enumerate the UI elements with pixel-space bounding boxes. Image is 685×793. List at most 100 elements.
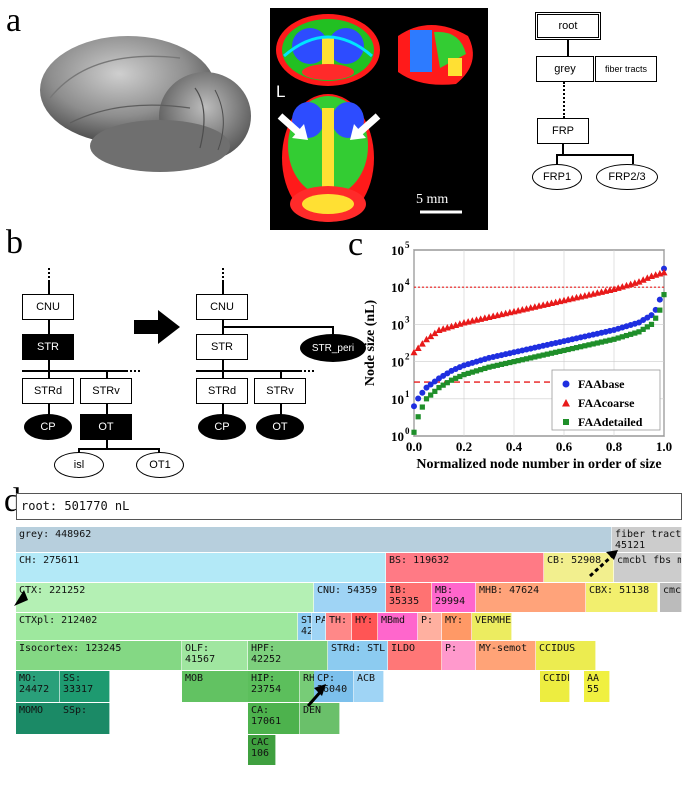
data-point bbox=[643, 274, 651, 281]
data-point bbox=[494, 362, 500, 368]
tree-edge-dotted bbox=[222, 268, 224, 282]
data-point bbox=[423, 384, 430, 391]
icicle-node-label: CBX: 51138 bbox=[589, 585, 650, 596]
icicle-node: HPF:42252 bbox=[248, 641, 328, 670]
x-tick-label: 0.8 bbox=[606, 439, 623, 454]
icicle-node-label: STR: bbox=[301, 615, 312, 626]
icicle-node: ACB bbox=[354, 671, 384, 702]
series-FAAdetailed bbox=[411, 292, 667, 435]
icicle-node: MB:29994 bbox=[432, 583, 476, 612]
tree-node-frp: FRP bbox=[537, 118, 589, 144]
data-point bbox=[465, 370, 471, 376]
x-tick-label: 0.0 bbox=[406, 439, 422, 454]
x-axis-label: Normalized node number in order of size bbox=[416, 457, 661, 472]
node-strd: STRd bbox=[22, 378, 74, 404]
icicle-node-label: CAC bbox=[251, 737, 270, 748]
data-point bbox=[431, 329, 439, 337]
tree-edge bbox=[632, 154, 634, 164]
y-tick-label: 10 bbox=[391, 243, 404, 258]
icicle-node-label: CNU: 54359 bbox=[317, 585, 378, 596]
node-str-new: STR bbox=[196, 334, 248, 360]
data-point bbox=[661, 292, 667, 298]
tree-edge bbox=[78, 448, 80, 454]
data-point bbox=[423, 396, 430, 402]
data-point bbox=[615, 335, 621, 341]
icicle-node-value: 33317 bbox=[63, 684, 94, 695]
y-tick-label: 10 bbox=[391, 280, 404, 295]
data-point bbox=[561, 347, 567, 354]
icicle-node: MY: bbox=[442, 613, 472, 640]
tree-edge bbox=[556, 154, 634, 156]
data-point bbox=[427, 381, 434, 388]
icicle-node-label: ILDO bbox=[391, 643, 416, 654]
icicle-node-label: MO: bbox=[19, 673, 38, 684]
icicle-node-label: grey: 448962 bbox=[19, 529, 92, 540]
icicle-node-value: 35335 bbox=[389, 596, 420, 607]
data-point bbox=[598, 339, 605, 345]
icicle-node: DEN bbox=[300, 703, 340, 734]
data-point bbox=[415, 414, 421, 420]
data-point bbox=[469, 369, 475, 375]
data-point bbox=[503, 360, 509, 367]
tree-edge bbox=[48, 282, 50, 294]
atlas-slices: L 5 mm bbox=[270, 8, 488, 230]
data-point bbox=[640, 326, 646, 332]
icicle-node: CTX: 221252 bbox=[16, 583, 314, 612]
data-point bbox=[573, 345, 580, 351]
data-point bbox=[639, 276, 647, 283]
data-point bbox=[603, 338, 609, 344]
icicle-node: CNU: 54359 bbox=[314, 583, 386, 612]
icicle-node: ILDO bbox=[388, 641, 442, 670]
icicle-node: PA bbox=[312, 613, 326, 640]
icicle-node-label: CH: 275611 bbox=[19, 555, 80, 566]
icicle-node-label: CA: bbox=[251, 705, 270, 716]
node-strd-new: STRd bbox=[196, 378, 248, 404]
icicle-node-label: CCIDUS bbox=[539, 643, 576, 654]
data-point bbox=[490, 363, 496, 369]
tree-edge bbox=[106, 370, 108, 378]
icicle-node-label: DEN bbox=[303, 705, 322, 716]
y-tick-exponent: 4 bbox=[405, 277, 410, 287]
data-point bbox=[648, 312, 655, 319]
tree-edge bbox=[222, 326, 334, 328]
y-tick-label: 10 bbox=[391, 392, 404, 407]
atlas-slice-drawing bbox=[276, 14, 473, 222]
icicle-node-value: 45121 bbox=[615, 540, 646, 551]
data-point bbox=[536, 353, 542, 359]
tree-edge bbox=[48, 404, 50, 416]
icicle-node: OLF:41567 bbox=[182, 641, 248, 670]
data-point bbox=[482, 365, 488, 372]
icicle-node-label: MY: bbox=[445, 615, 464, 626]
tree-edge bbox=[196, 370, 300, 372]
node-ot1: OT1 bbox=[136, 452, 184, 478]
data-point bbox=[414, 344, 422, 351]
icicle-node: CA:17061 bbox=[248, 703, 300, 734]
data-point bbox=[411, 429, 417, 435]
y-tick-exponent: 5 bbox=[405, 240, 410, 250]
legend-label: FAAbase bbox=[578, 377, 625, 391]
node-cnu-new: CNU bbox=[196, 294, 248, 320]
brain-3d-rendering bbox=[40, 36, 251, 172]
legend-marker bbox=[563, 419, 569, 425]
data-point bbox=[453, 375, 459, 381]
data-point bbox=[444, 380, 450, 386]
tree-edge bbox=[158, 448, 160, 454]
icicle-node-value: 29994 bbox=[435, 596, 466, 607]
icicle-node-label: CTX: 221252 bbox=[19, 585, 86, 596]
icicle-node-label: Isocortex: 123245 bbox=[19, 643, 122, 654]
tree-edge bbox=[222, 360, 224, 370]
data-point bbox=[528, 355, 534, 361]
icicle-node: STR:42380 bbox=[298, 613, 312, 640]
node-cp-new: CP bbox=[198, 414, 246, 440]
icicle-node: MY-semot bbox=[476, 641, 536, 670]
icicle-node-label: HIP: bbox=[251, 673, 276, 684]
data-point bbox=[419, 404, 425, 410]
tree-edge bbox=[332, 326, 334, 334]
icicle-node: MO:24472 bbox=[16, 671, 60, 702]
node-ot-new: OT bbox=[256, 414, 304, 440]
data-point bbox=[457, 373, 463, 380]
node-ot: OT bbox=[80, 414, 132, 440]
